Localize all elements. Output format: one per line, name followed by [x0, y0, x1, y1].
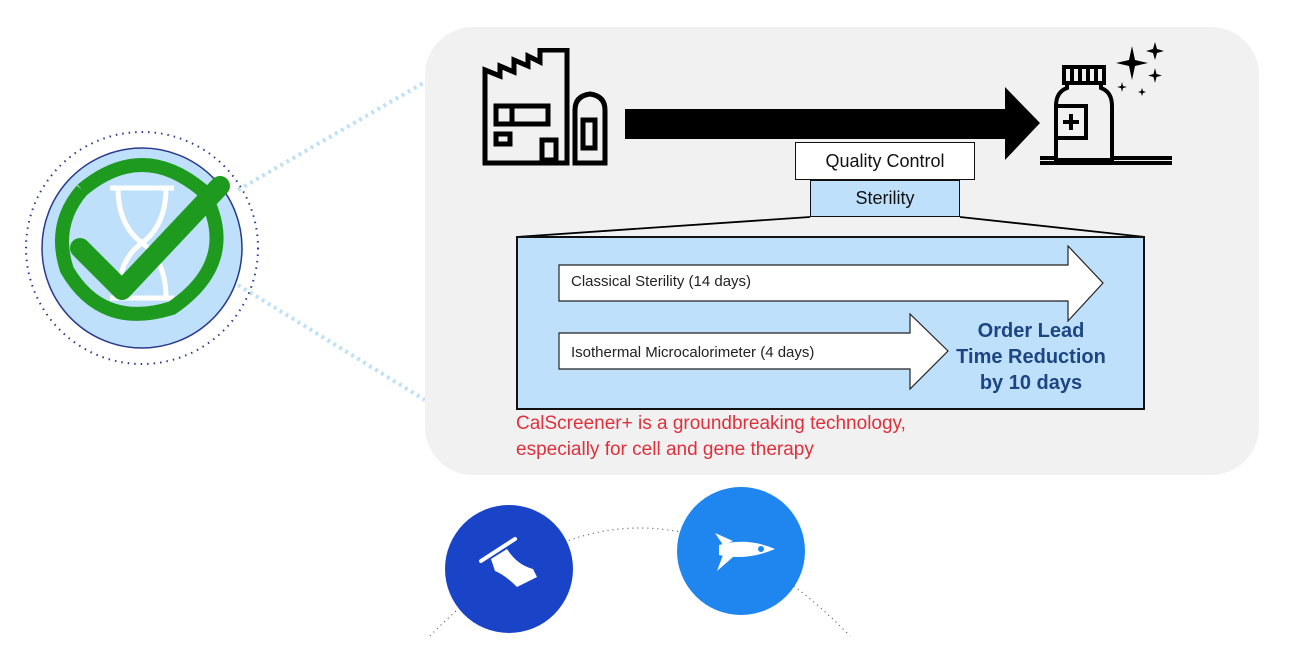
classical-sterility-label: Classical Sterility (14 days) — [571, 273, 752, 290]
lead-time-reduction-text: Order Lead Time Reduction by 10 days — [938, 318, 1124, 396]
vial-icon — [1040, 65, 1172, 165]
isothermal-arrow — [558, 313, 949, 391]
hourglass-check-icon — [25, 131, 259, 365]
caption: CalScreener+ is a groundbreaking technol… — [516, 411, 976, 463]
rocket-icon — [677, 487, 805, 615]
flag-icon — [445, 505, 573, 633]
zoom-lines — [515, 216, 1146, 238]
reduction-line-3: by 10 days — [979, 372, 1083, 394]
reduction-line-2: Time Reduction — [956, 346, 1106, 368]
sterility-label: Sterility — [855, 188, 915, 208]
classical-sterility-arrow — [558, 245, 1104, 323]
factory-icon — [482, 48, 608, 166]
reduction-line-1: Order Lead — [977, 320, 1085, 342]
process-arrow — [625, 87, 1040, 160]
quality-control-label: Quality Control — [825, 150, 945, 171]
sparkle-icon — [1116, 42, 1164, 96]
isothermal-label: Isothermal Microcalorimeter (4 days) — [571, 344, 815, 361]
sterility-box: Sterility — [810, 180, 960, 217]
caption-line-2: especially for cell and gene therapy — [516, 439, 814, 460]
quality-control-box: Quality Control — [795, 142, 975, 180]
caption-line-1: CalScreener+ is a groundbreaking technol… — [516, 413, 906, 434]
